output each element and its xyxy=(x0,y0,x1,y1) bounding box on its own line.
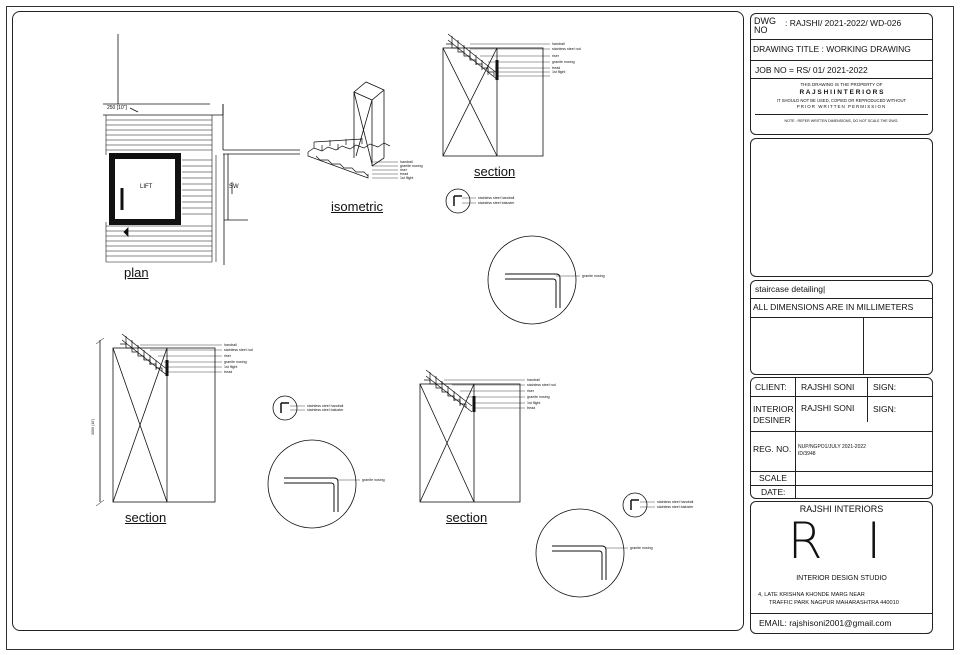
designer-value: RAJSHI SONI xyxy=(801,403,855,413)
plan-dimension: 250 [10"] xyxy=(107,105,127,111)
lift-label: LIFT xyxy=(140,184,153,190)
iso-callout-tread: tread xyxy=(400,172,408,176)
property-line1: THIS DRAWING IS THE PROPERTY OF xyxy=(800,82,883,87)
section-mid-label: section xyxy=(446,510,488,525)
left-callout-ss-rod: stainless steel rod xyxy=(224,348,253,352)
title-block-subject: staircase detailing| ALL DIMENSIONS ARE … xyxy=(750,280,933,375)
designer-label: INTERIOR DESINER xyxy=(753,404,794,425)
studio-text: INTERIOR DESIGN STUDIO xyxy=(796,575,887,582)
callout-riser: riser xyxy=(552,54,560,58)
iso-callout-handrail: handrail xyxy=(400,160,413,164)
mid-callout-tread: tread xyxy=(527,406,535,410)
mid-callout-ss-rod: stainless steel rod xyxy=(527,383,556,387)
property-company: R A J S H I I N T E R I O R S xyxy=(799,89,884,96)
mid-callout-granite-nosing: granite nosing xyxy=(527,395,550,399)
dwg-no-label: DWG NO xyxy=(754,16,776,35)
top-callout-granite-nosing: granite nosing xyxy=(582,274,605,278)
drawing-title: DRAWING TITLE : WORKING DRAWING xyxy=(753,44,911,54)
drawing-area xyxy=(12,11,744,631)
section-left-label: section xyxy=(125,510,167,525)
reg-label: REG. NO. xyxy=(753,444,792,454)
left-callout-first-flight: 1st flight xyxy=(224,365,237,369)
section-mid-view xyxy=(419,369,525,503)
callout-ss-rod: stainless steel rod xyxy=(552,47,581,51)
property-line2: IT SHOULD NOT BE USED, COPIED OR REPRODU… xyxy=(776,98,907,103)
mid-callout-handrail: handrail xyxy=(527,378,540,382)
left-callout-granite-nosing: granite nosing xyxy=(224,360,247,364)
drawing-sheet xyxy=(6,6,954,650)
job-no: JOB NO = RS/ 01/ 2021-2022 xyxy=(755,65,868,75)
right-callout-granite-detail: granite nosing xyxy=(630,546,653,550)
callout-handrail: handrail xyxy=(552,42,565,46)
callout-first-flight: 1st flight xyxy=(552,70,565,74)
iso-callout-riser: riser xyxy=(400,168,408,172)
iso-callout-first-flight: 1st flight xyxy=(400,176,413,180)
company-logo: R I xyxy=(787,512,896,570)
title-block-client: CLIENT: RAJSHI SONI SIGN: INTERIOR DESIN… xyxy=(750,377,933,499)
mid-callout-first-flight: 1st flight xyxy=(527,401,540,405)
title-block-company: RAJSHI INTERIORS R I INTERIOR DESIGN STU… xyxy=(750,501,933,634)
left-callout-granite-detail: granite nosing xyxy=(362,478,385,482)
dwg-no-value: : RAJSHI/ 2021-2022/ WD-026 xyxy=(785,18,902,28)
left-callout-riser: riser xyxy=(224,354,232,358)
sign-label-2: SIGN: xyxy=(873,404,897,414)
title-block-blank xyxy=(750,138,933,277)
mid-callout-riser: riser xyxy=(527,389,535,393)
title-block-header: DWG NO : RAJSHI/ 2021-2022/ WD-026 DRAWI… xyxy=(750,13,933,135)
sw-label: SW xyxy=(229,184,239,190)
address-line1: 4, LATE KRISHNA KHONDE MARG NEAR xyxy=(758,592,865,598)
isometric-view xyxy=(307,81,398,179)
iso-callout-granite-nosing: granite nosing xyxy=(400,164,423,168)
client-label: CLIENT: xyxy=(755,382,787,392)
company-name: RAJSHI INTERIORS xyxy=(799,504,884,514)
section-top-label: section xyxy=(474,164,516,179)
property-line3: PRIOR WRITTEN PERMISSION xyxy=(796,104,887,109)
left-callout-handrail: handrail xyxy=(224,343,237,347)
date-label: DATE: xyxy=(761,487,786,497)
scale-label: SCALE xyxy=(759,473,787,483)
section-top-view xyxy=(442,33,550,157)
client-value: RAJSHI SONI xyxy=(801,382,855,392)
plan-label: plan xyxy=(124,265,149,280)
callout-granite-nosing: granite nosing xyxy=(552,60,575,64)
reg-value: NUP/NGPO1/JULY 2021-2022 ID/3948 xyxy=(798,444,866,457)
property-note: NOTE : REFER WRITTEN DIMENSIONS, DO NOT … xyxy=(784,119,899,123)
callout-tread: tread xyxy=(552,66,560,70)
left-callout-tread: tread xyxy=(224,370,232,374)
email: EMAIL: rajshisoni2001@gmail.com xyxy=(759,618,892,628)
isometric-label: isometric xyxy=(331,199,384,214)
left-callout-ss-handrail: stainless steel handrail xyxy=(307,404,344,408)
top-callout-ss-baluster: stainless steel baluster xyxy=(478,201,515,205)
address-line2: TRAFFIC PARK NAGPUR MAHARASHTRA 440010 xyxy=(769,600,899,606)
left-callout-ss-baluster: stainless steel baluster xyxy=(307,408,344,412)
dimensions-note: ALL DIMENSIONS ARE IN MILLIMETERS xyxy=(753,302,914,312)
section-left-view xyxy=(95,333,222,507)
right-callout-ss-handrail: stainless steel handrail xyxy=(657,500,694,504)
right-callout-ss-baluster: stainless steel baluster xyxy=(657,505,694,509)
plan-view xyxy=(103,34,300,265)
top-callout-ss-handrail: stainless steel handrail xyxy=(478,196,515,200)
sign-label-1: SIGN: xyxy=(873,382,897,392)
left-section-dimension: 3000 (10') xyxy=(91,419,95,435)
subject-title: staircase detailing| xyxy=(755,284,826,294)
